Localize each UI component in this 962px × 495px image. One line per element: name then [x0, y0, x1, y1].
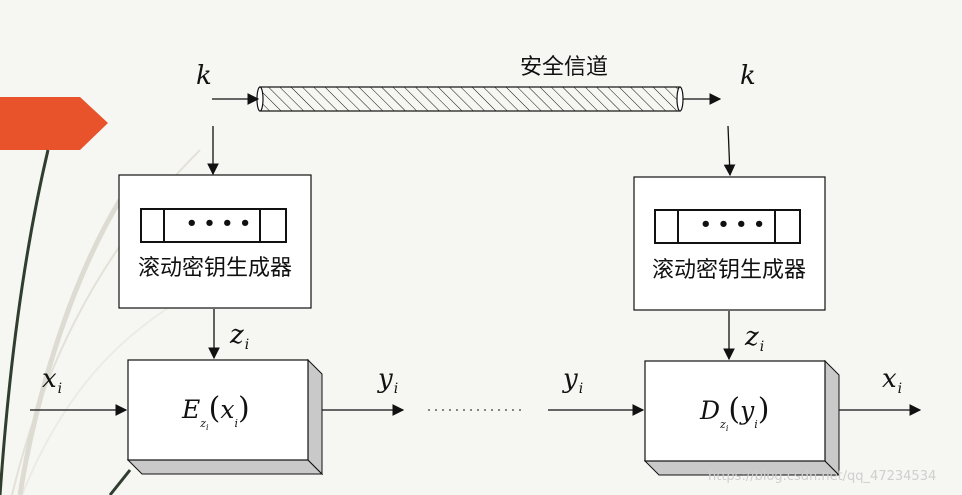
register-right-dots: • • • • [700, 214, 765, 235]
register-left [140, 208, 287, 243]
ciphertext-in-label: yi [563, 364, 584, 397]
channel-label: 安全信道 [520, 55, 609, 80]
decrypt-function-label: Dzi(yi) [700, 392, 770, 433]
green-stem [17, 198, 123, 495]
key-label-left: k [196, 61, 212, 91]
encrypt-box-bottom-face [126, 459, 324, 475]
decrypt-box-front-face [644, 360, 826, 462]
encrypt-box-front-face [127, 359, 309, 461]
z-label-right: zi [745, 322, 765, 355]
plaintext-in-label: xi [42, 364, 63, 397]
ciphertext-out-label: yi [378, 364, 399, 397]
encrypt-box [126, 358, 324, 476]
encrypt-box-side-face [307, 358, 323, 476]
encrypt-function-label: Ezi(xi) [182, 391, 250, 432]
watermark: https://blog.csdn.net/qq_47234534 [708, 469, 937, 484]
keystream-generator-right [633, 176, 826, 311]
z-label-left: zi [230, 320, 250, 353]
generator-left-title: 滚动密钥生成器 [138, 256, 293, 281]
keystream-generator-left [118, 174, 312, 309]
dark-stem-2 [108, 469, 132, 495]
generator-right-title: 滚动密钥生成器 [652, 258, 807, 283]
register-left-dots: • • • • [186, 213, 251, 234]
decrypt-box [643, 359, 841, 477]
channel-pipe [259, 86, 681, 112]
channel-pipe-end-right [676, 86, 684, 112]
plaintext-out-label: xi [882, 364, 903, 397]
orange-banner-arrow [0, 97, 108, 150]
decrypt-box-side-face [824, 359, 840, 477]
arrow-key-right-down [723, 125, 736, 177]
dark-stem [0, 149, 50, 495]
secure-channel [256, 86, 684, 112]
key-label-right: k [740, 61, 756, 91]
